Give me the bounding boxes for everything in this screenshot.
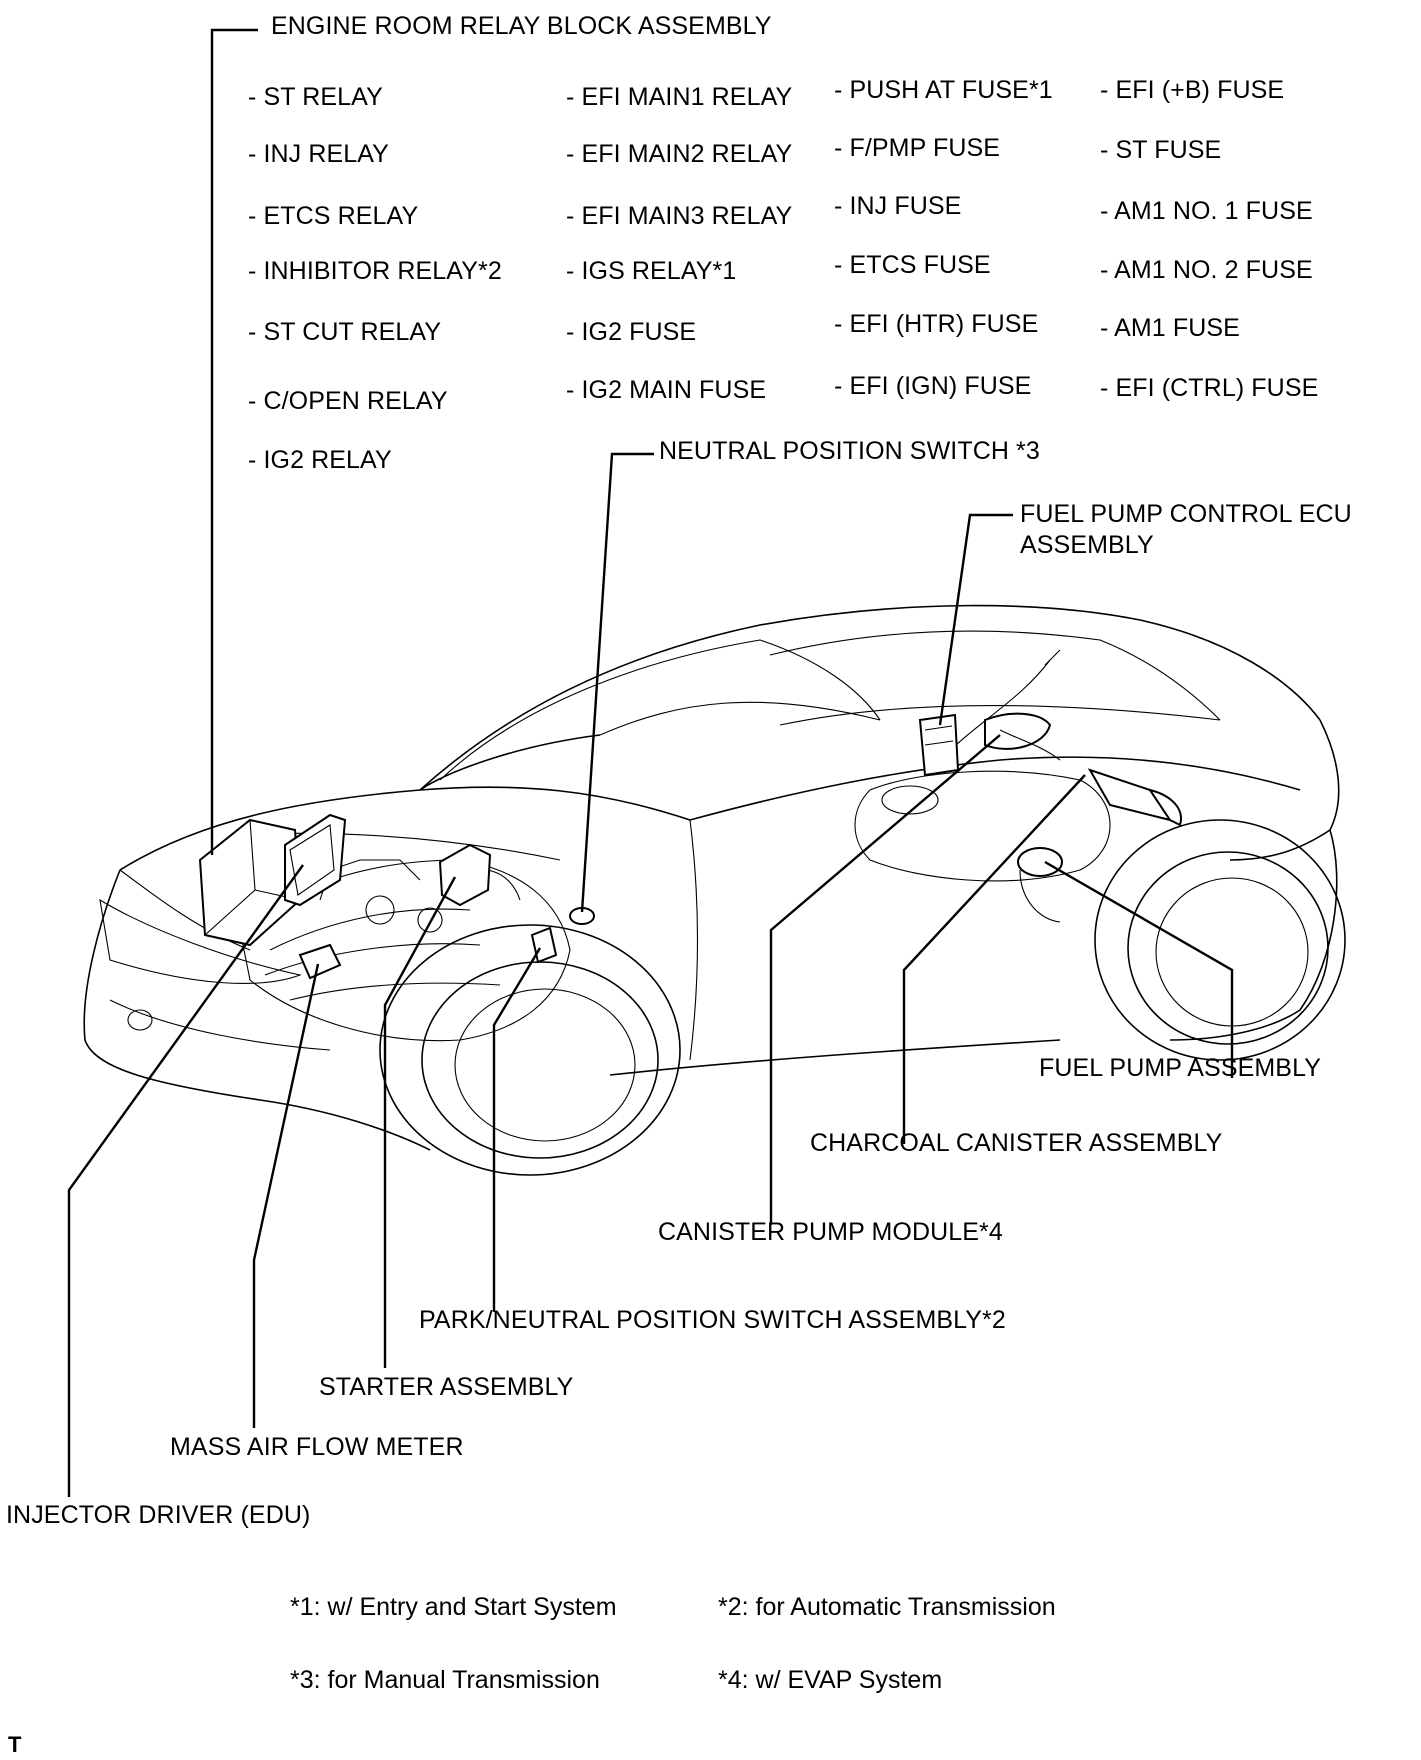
maf-label: MASS AIR FLOW METER [170, 1433, 464, 1461]
rear-wheel [1094, 819, 1346, 1061]
neutral-switch-label: NEUTRAL POSITION SWITCH *3 [659, 437, 1040, 465]
list-item: - EFI MAIN1 RELAY [566, 83, 793, 111]
list-item: - F/PMP FUSE [834, 134, 1001, 162]
fuel-pump-ecu-label: FUEL PUMP CONTROL ECU [1020, 500, 1352, 528]
injector-driver-unit [284, 813, 347, 907]
charcoal-canister-component [1087, 768, 1182, 827]
fuel-pump-ecu-label-line2: ASSEMBLY [1020, 531, 1154, 559]
list-item: - ST RELAY [248, 83, 383, 111]
list-item: - C/OPEN RELAY [248, 387, 448, 415]
list-item: - INHIBITOR RELAY*2 [248, 257, 502, 285]
list-item: - IG2 FUSE [566, 318, 697, 346]
list-item: - AM1 NO. 2 FUSE [1100, 256, 1313, 284]
list-item: - EFI (+B) FUSE [1100, 76, 1285, 104]
starter-component [438, 843, 492, 907]
footnote-2: *2: for Automatic Transmission [718, 1593, 1056, 1621]
list-item: - EFI (IGN) FUSE [834, 372, 1032, 400]
footnote-4: *4: w/ EVAP System [718, 1666, 943, 1694]
leader-lines [67, 28, 1234, 1497]
list-item: - INJ FUSE [834, 192, 962, 220]
canister-pump-label: CANISTER PUMP MODULE*4 [658, 1218, 1003, 1246]
maf-meter [298, 943, 342, 980]
list-item: - AM1 FUSE [1100, 314, 1240, 342]
starter-label: STARTER ASSEMBLY [319, 1373, 574, 1401]
footnote-3: *3: for Manual Transmission [290, 1666, 600, 1694]
list-item: - EFI MAIN2 RELAY [566, 140, 793, 168]
list-item: - EFI (CTRL) FUSE [1100, 374, 1319, 402]
list-item: - IG2 MAIN FUSE [566, 376, 767, 404]
list-item: - EFI MAIN3 RELAY [566, 202, 793, 230]
list-item: - ETCS RELAY [248, 202, 419, 230]
fuel-pump-label: FUEL PUMP ASSEMBLY [1039, 1054, 1321, 1082]
injector-driver-label: INJECTOR DRIVER (EDU) [6, 1501, 311, 1529]
list-item: - ST FUSE [1100, 136, 1222, 164]
list-item: - ETCS FUSE [834, 251, 991, 279]
list-item: - AM1 NO. 1 FUSE [1100, 197, 1313, 225]
list-item: - INJ RELAY [248, 140, 389, 168]
list-item: - ST CUT RELAY [248, 318, 442, 346]
corner-mark: T [8, 1732, 22, 1757]
canister-pump-component [984, 712, 1061, 761]
fuel-tank [854, 649, 1111, 882]
fuel-pump-component [1017, 847, 1063, 923]
list-item: - IG2 RELAY [248, 446, 392, 474]
footnote-1: *1: w/ Entry and Start System [290, 1593, 617, 1621]
list-item: - EFI (HTR) FUSE [834, 310, 1039, 338]
list-item: - IGS RELAY*1 [566, 257, 737, 285]
charcoal-canister-label: CHARCOAL CANISTER ASSEMBLY [810, 1129, 1223, 1157]
relay-block-title: ENGINE ROOM RELAY BLOCK ASSEMBLY [271, 12, 772, 40]
list-item: - PUSH AT FUSE*1 [834, 76, 1053, 104]
park-neutral-switch-label: PARK/NEUTRAL POSITION SWITCH ASSEMBLY*2 [419, 1306, 1006, 1334]
